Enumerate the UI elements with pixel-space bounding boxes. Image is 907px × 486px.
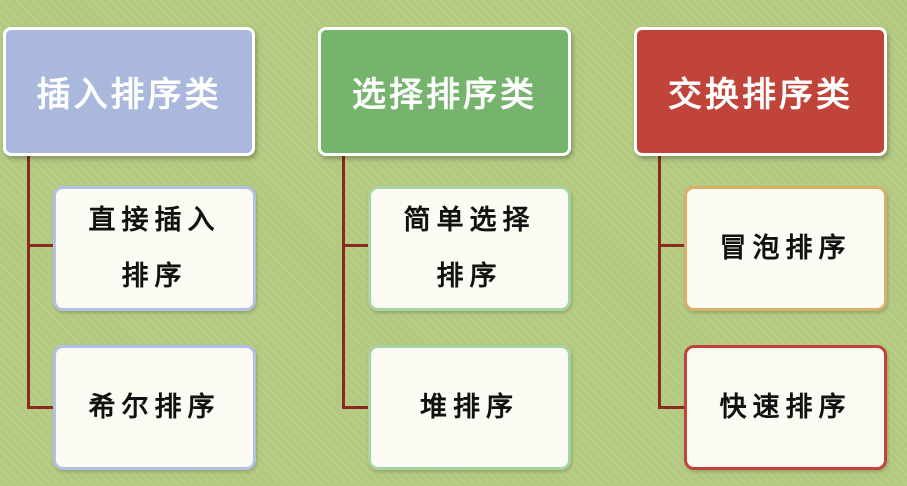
col2-connector-branch-1 bbox=[342, 244, 370, 247]
col1-connector-branch-2 bbox=[27, 406, 55, 409]
col2-header: 选择排序类 bbox=[318, 27, 571, 156]
col2-connector-vertical bbox=[342, 155, 345, 409]
col3-item-1: 冒泡排序 bbox=[684, 186, 887, 311]
col1-header: 插入排序类 bbox=[3, 27, 255, 156]
col2-item-2: 堆排序 bbox=[368, 345, 571, 470]
col2-connector-branch-2 bbox=[342, 406, 370, 409]
col1-item-1: 直接插入排序 bbox=[53, 186, 256, 311]
col1-item-2: 希尔排序 bbox=[53, 345, 256, 470]
col3-connector-branch-1 bbox=[658, 244, 686, 247]
col1-connector-branch-1 bbox=[27, 244, 55, 247]
col3-item-2: 快速排序 bbox=[684, 345, 887, 470]
col3-connector-branch-2 bbox=[658, 406, 686, 409]
col2-item-1: 简单选择排序 bbox=[368, 186, 571, 311]
col3-header: 交换排序类 bbox=[634, 27, 887, 156]
col1-connector-vertical bbox=[27, 155, 30, 409]
col3-connector-vertical bbox=[658, 155, 661, 409]
